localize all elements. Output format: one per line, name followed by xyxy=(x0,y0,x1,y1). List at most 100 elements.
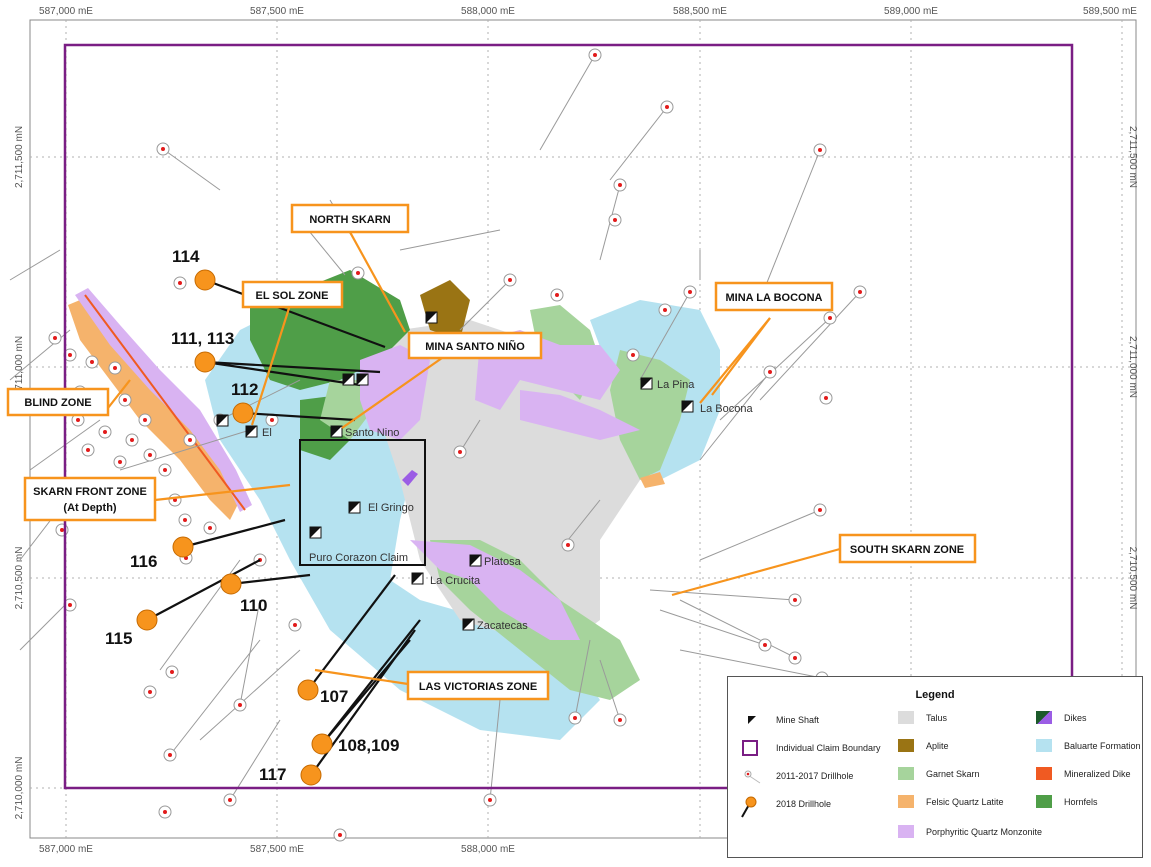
drillhole-old-marker xyxy=(453,445,467,459)
mine-shaft-icon xyxy=(245,425,258,438)
callout-leaders xyxy=(107,231,841,686)
drillhole-old-marker xyxy=(853,285,867,299)
drillhole-old-icon xyxy=(740,767,762,785)
drillhole-old-marker xyxy=(118,393,132,407)
map-legend: Legend Mine Shaft Individual Claim Bound… xyxy=(727,676,1143,858)
drillhole-107-collar xyxy=(297,679,319,701)
legend-item-porphyritic-quartz-monzonite: Porphyritic Quartz Monzonite xyxy=(898,825,1042,838)
drillhole-old-marker xyxy=(333,828,347,842)
northing-label-left-2: 2,711,000 mN xyxy=(14,336,25,398)
zone-label-blind: BLIND ZONE xyxy=(24,397,91,409)
legend-label-claim-boundary: Individual Claim Boundary xyxy=(776,743,881,753)
drillhole-old-marker xyxy=(183,433,197,447)
legend-label-drillhole-2018: 2018 Drillhole xyxy=(776,799,832,809)
drillhole-old-marker xyxy=(550,288,564,302)
mine-shaft-icon xyxy=(216,414,229,427)
label-la-pina: La Pina xyxy=(657,379,695,391)
drillhole-old-marker xyxy=(163,748,177,762)
drillhole-label-107: 107 xyxy=(320,687,348,706)
unit-porphyritic-quartz-monzonite-s xyxy=(410,540,580,640)
dikes-swatch xyxy=(1036,711,1052,724)
legend-item-garnet-skarn: Garnet Skarn xyxy=(898,767,980,780)
zone-callout-blind: BLIND ZONE xyxy=(6,387,110,417)
drillhole-old-marker xyxy=(626,348,640,362)
mineralized-dike-swatch xyxy=(1036,767,1052,780)
drillhole-old-marker xyxy=(113,455,127,469)
easting-label-top-5: 589,000 mE xyxy=(884,6,938,17)
mine-shaft-icon xyxy=(469,554,482,567)
easting-label-top-2: 587,500 mE xyxy=(250,6,304,17)
northing-label-left-4: 2,710,000 mN xyxy=(14,757,25,820)
easting-label-bottom-1: 587,000 mE xyxy=(39,844,93,855)
zone-label-el-sol: EL SOL ZONE xyxy=(256,290,329,302)
mine-shaft-icon xyxy=(425,311,438,324)
zone-label-skarn-front-depth: (At Depth) xyxy=(63,502,116,514)
legend-item-aplite: Aplite xyxy=(898,739,949,752)
easting-label-top-1: 587,000 mE xyxy=(39,6,93,17)
drillhole-116-collar xyxy=(172,536,194,558)
drillhole-old-marker xyxy=(483,793,497,807)
legend-label-felsic-quartz-latite: Felsic Quartz Latite xyxy=(926,796,1004,807)
felsic-quartz-latite-swatch xyxy=(898,795,914,808)
drillhole-old-marker xyxy=(48,331,62,345)
unit-aplite xyxy=(420,280,470,340)
zone-callout-south-skarn: SOUTH SKARN ZONE xyxy=(838,533,977,564)
drillhole-old-marker xyxy=(138,413,152,427)
legend-title: Legend xyxy=(915,689,955,701)
drillhole-old-marker xyxy=(758,638,772,652)
mine-shaft-icon xyxy=(309,526,322,539)
unit-felsic-quartz-latite xyxy=(68,300,240,520)
claim-boundary xyxy=(63,43,1074,790)
label-la-bocona: La Bocona xyxy=(700,403,753,415)
legend-label-talus: Talus xyxy=(926,712,948,723)
drillhole-old-marker xyxy=(158,805,172,819)
drillhole-old-marker xyxy=(265,413,279,427)
legend-label-baluarte-formation: Baluarte Formation xyxy=(1064,740,1141,751)
drillhole-old-marker xyxy=(351,266,365,280)
legend-item-mine-shaft: Mine Shaft xyxy=(740,711,819,729)
drillhole-old-marker xyxy=(613,713,627,727)
legend-item-talus: Talus xyxy=(898,711,947,724)
northing-label-left-3: 2,710,500 mN xyxy=(14,547,25,610)
drillhole-old-marker xyxy=(823,311,837,325)
drillhole-old-marker xyxy=(561,538,575,552)
label-puro-corazon-claim: Puro Corazon Claim xyxy=(309,552,408,564)
drillhole-old-marker xyxy=(819,391,833,405)
drillhole-old-marker xyxy=(63,348,77,362)
legend-item-dikes: Dikes xyxy=(1036,711,1087,724)
drillhole-old-marker xyxy=(173,276,187,290)
drillhole-old-marker xyxy=(125,433,139,447)
unit-felsic-quartz-latite-south xyxy=(640,472,665,488)
zone-label-skarn-front: SKARN FRONT ZONE xyxy=(33,486,147,498)
legend-item-baluarte-formation: Baluarte Formation xyxy=(1036,739,1141,752)
legend-item-mineralized-dike: Mineralized Dike xyxy=(1036,767,1131,780)
drillhole-label-112: 112 xyxy=(231,380,258,399)
garnet-skarn-swatch xyxy=(898,767,914,780)
mine-shaft-icon xyxy=(681,400,694,413)
puro-corazon-claim-box xyxy=(299,439,426,566)
drillhole-115-collar xyxy=(136,609,158,631)
porphyritic-quartz-monzonite-swatch xyxy=(898,825,914,838)
label-santo-nino: Santo Nino xyxy=(345,427,399,439)
drillhole-old-marker xyxy=(658,303,672,317)
easting-label-top-6: 589,500 mE xyxy=(1083,6,1137,17)
mine-shaft-icon xyxy=(356,373,369,386)
mine-shaft-icon xyxy=(330,425,343,438)
drillhole-old-marker xyxy=(788,593,802,607)
drillhole-old-marker xyxy=(63,598,77,612)
label-el-gringo: El Gringo xyxy=(368,502,414,514)
drillhole-old-marker xyxy=(165,665,179,679)
drillhole-old-marker xyxy=(98,425,112,439)
drillhole-old-marker xyxy=(233,698,247,712)
drillhole-label-117: 117 xyxy=(259,765,286,784)
drillhole-old-marker xyxy=(813,503,827,517)
northing-label-right-1: 2,711,500 mN xyxy=(1127,126,1138,188)
drillhole-label-108-109: 108,109 xyxy=(338,736,399,755)
drillhole-label-110: 110 xyxy=(240,596,267,615)
northing-label-right-2: 2,711,000 mN xyxy=(1127,336,1138,398)
drillhole-old-marker xyxy=(81,443,95,457)
unit-dike-purple xyxy=(402,470,418,486)
legend-label-drillhole-old: 2011-2017 Drillhole xyxy=(776,771,854,781)
label-platosa: Platosa xyxy=(484,556,522,568)
